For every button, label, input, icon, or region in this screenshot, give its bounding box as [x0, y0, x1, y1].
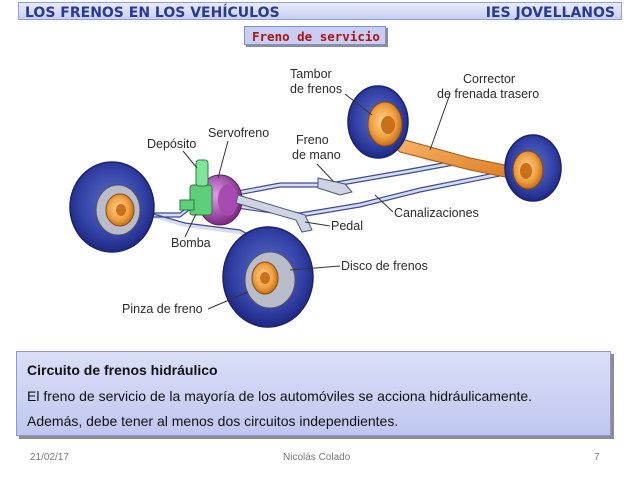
- rear-right-wheel: [504, 134, 562, 202]
- label-tambor: Tambor: [290, 67, 332, 81]
- header-bar: LOS FRENOS EN LOS VEHÍCULOS IES JOVELLAN…: [18, 2, 622, 20]
- label-de-mano: de mano: [292, 148, 341, 162]
- footer-date: 21/02/17: [30, 452, 69, 463]
- brake-pedal: [235, 194, 313, 233]
- label-canalizaciones: Canalizaciones: [394, 206, 479, 220]
- info-line-1: El freno de servicio de la mayoría de lo…: [27, 388, 533, 404]
- info-box: Circuito de frenos hidráulico El freno d…: [16, 351, 611, 436]
- label-pinza-freno: Pinza de freno: [122, 302, 203, 316]
- handbrake-lever: [317, 177, 353, 196]
- slide-subtitle: Freno de servicio: [252, 29, 380, 44]
- label-disco-frenos: Disco de frenos: [341, 259, 428, 273]
- front-left-wheel: [69, 161, 155, 253]
- label-freno: Freno: [296, 133, 329, 147]
- info-line-2: Además, debe tener al menos dos circuito…: [27, 413, 399, 429]
- label-de-frenos: de frenos: [290, 82, 343, 96]
- footer-author: Nicolás Colado: [283, 452, 351, 463]
- master-cylinder: [179, 159, 213, 216]
- front-right-wheel: [222, 226, 314, 328]
- label-servofreno: Servofreno: [208, 126, 270, 140]
- rear-left-wheel: [347, 85, 409, 159]
- label-deposito: Depósito: [147, 137, 197, 151]
- footer-page-number: 7: [594, 452, 600, 463]
- label-bomba: Bomba: [171, 236, 211, 250]
- leader-lines: [182, 93, 451, 310]
- subtitle-box: Freno de servicio: [244, 26, 386, 45]
- slide-title: LOS FRENOS EN LOS VEHÍCULOS: [25, 5, 280, 21]
- label-frenada-trasero: de frenada trasero: [437, 87, 540, 101]
- label-corrector: Corrector: [463, 72, 516, 86]
- institution-name: IES JOVELLANOS: [485, 5, 615, 21]
- label-pedal: Pedal: [331, 219, 363, 233]
- info-title: Circuito de frenos hidráulico: [27, 362, 218, 378]
